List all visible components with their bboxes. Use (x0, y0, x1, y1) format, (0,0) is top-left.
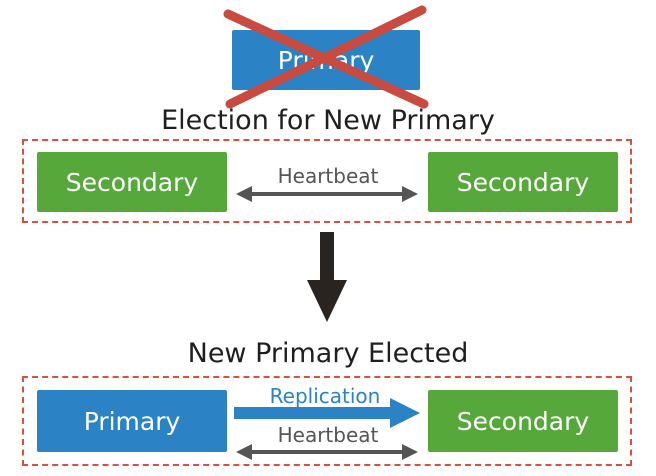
flow-down-arrow (307, 232, 347, 322)
elected-heartbeat-label: Heartbeat (277, 423, 379, 447)
elected-secondary-label: Secondary (456, 406, 590, 436)
failed-primary-label: Primary (277, 45, 375, 75)
election-secondary-right-node: Secondary (428, 152, 618, 212)
election-group-box (22, 139, 632, 223)
elected-secondary-node: Secondary (428, 390, 618, 452)
election-secondary-right-label: Secondary (456, 167, 590, 197)
elected-primary-label: Primary (83, 406, 181, 436)
election-secondary-left-label: Secondary (65, 167, 199, 197)
election-secondary-left-node: Secondary (37, 152, 227, 212)
failed-primary-node: Primary (232, 30, 420, 90)
elected-group-box (22, 376, 632, 466)
elected-caption: New Primary Elected (187, 338, 469, 369)
election-caption: Election for New Primary (161, 105, 495, 136)
elected-primary-node: Primary (37, 390, 227, 452)
election-heartbeat-label: Heartbeat (277, 164, 379, 188)
replication-label: Replication (269, 384, 381, 408)
